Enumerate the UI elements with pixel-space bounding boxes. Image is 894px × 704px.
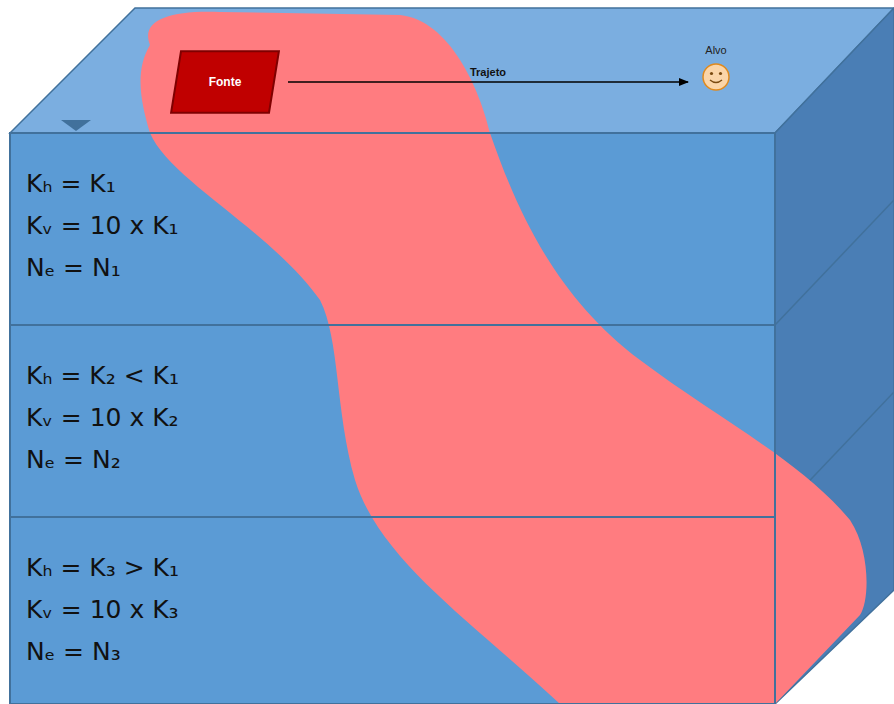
layer-boundary <box>10 324 775 326</box>
layer-parameter: Kₕ = K₁ <box>26 163 775 205</box>
water-table-symbol <box>61 120 91 131</box>
aquifer-layer: Kₕ = K₃ > K₁Kᵥ = 10 x K₃Nₑ = N₃ <box>10 517 775 704</box>
arrow-label: Trajeto <box>470 66 506 78</box>
layer-parameter: Kᵥ = 10 x K₁ <box>26 205 775 247</box>
layer-parameter: Kₕ = K₂ < K₁ <box>26 355 775 397</box>
front-edge <box>774 133 776 704</box>
aquifer-layer: Kₕ = K₁Kᵥ = 10 x K₁Nₑ = N₁ <box>10 133 775 325</box>
layer-parameter: Nₑ = N₃ <box>26 631 775 673</box>
target-label: Alvo <box>705 44 726 56</box>
contaminant-plume <box>141 12 867 704</box>
aquifer-layer: Kₕ = K₂ < K₁Kᵥ = 10 x K₂Nₑ = N₂ <box>10 325 775 517</box>
source-label: Fonte <box>209 75 242 89</box>
source-box: Fonte <box>170 50 280 114</box>
front-outline <box>10 133 775 704</box>
layer-parameter: Kᵥ = 10 x K₃ <box>26 589 775 631</box>
layer-boundary <box>10 516 775 518</box>
smiley-icon <box>701 62 731 92</box>
layer-edge <box>775 200 894 325</box>
layer-parameter: Nₑ = N₂ <box>26 439 775 481</box>
layer-parameter: Kₕ = K₃ > K₁ <box>26 547 775 589</box>
layer-parameter: Nₑ = N₁ <box>26 247 775 289</box>
path-arrow <box>288 81 688 83</box>
layer-parameter: Kᵥ = 10 x K₂ <box>26 397 775 439</box>
target-receptor: Alvo <box>694 44 738 104</box>
